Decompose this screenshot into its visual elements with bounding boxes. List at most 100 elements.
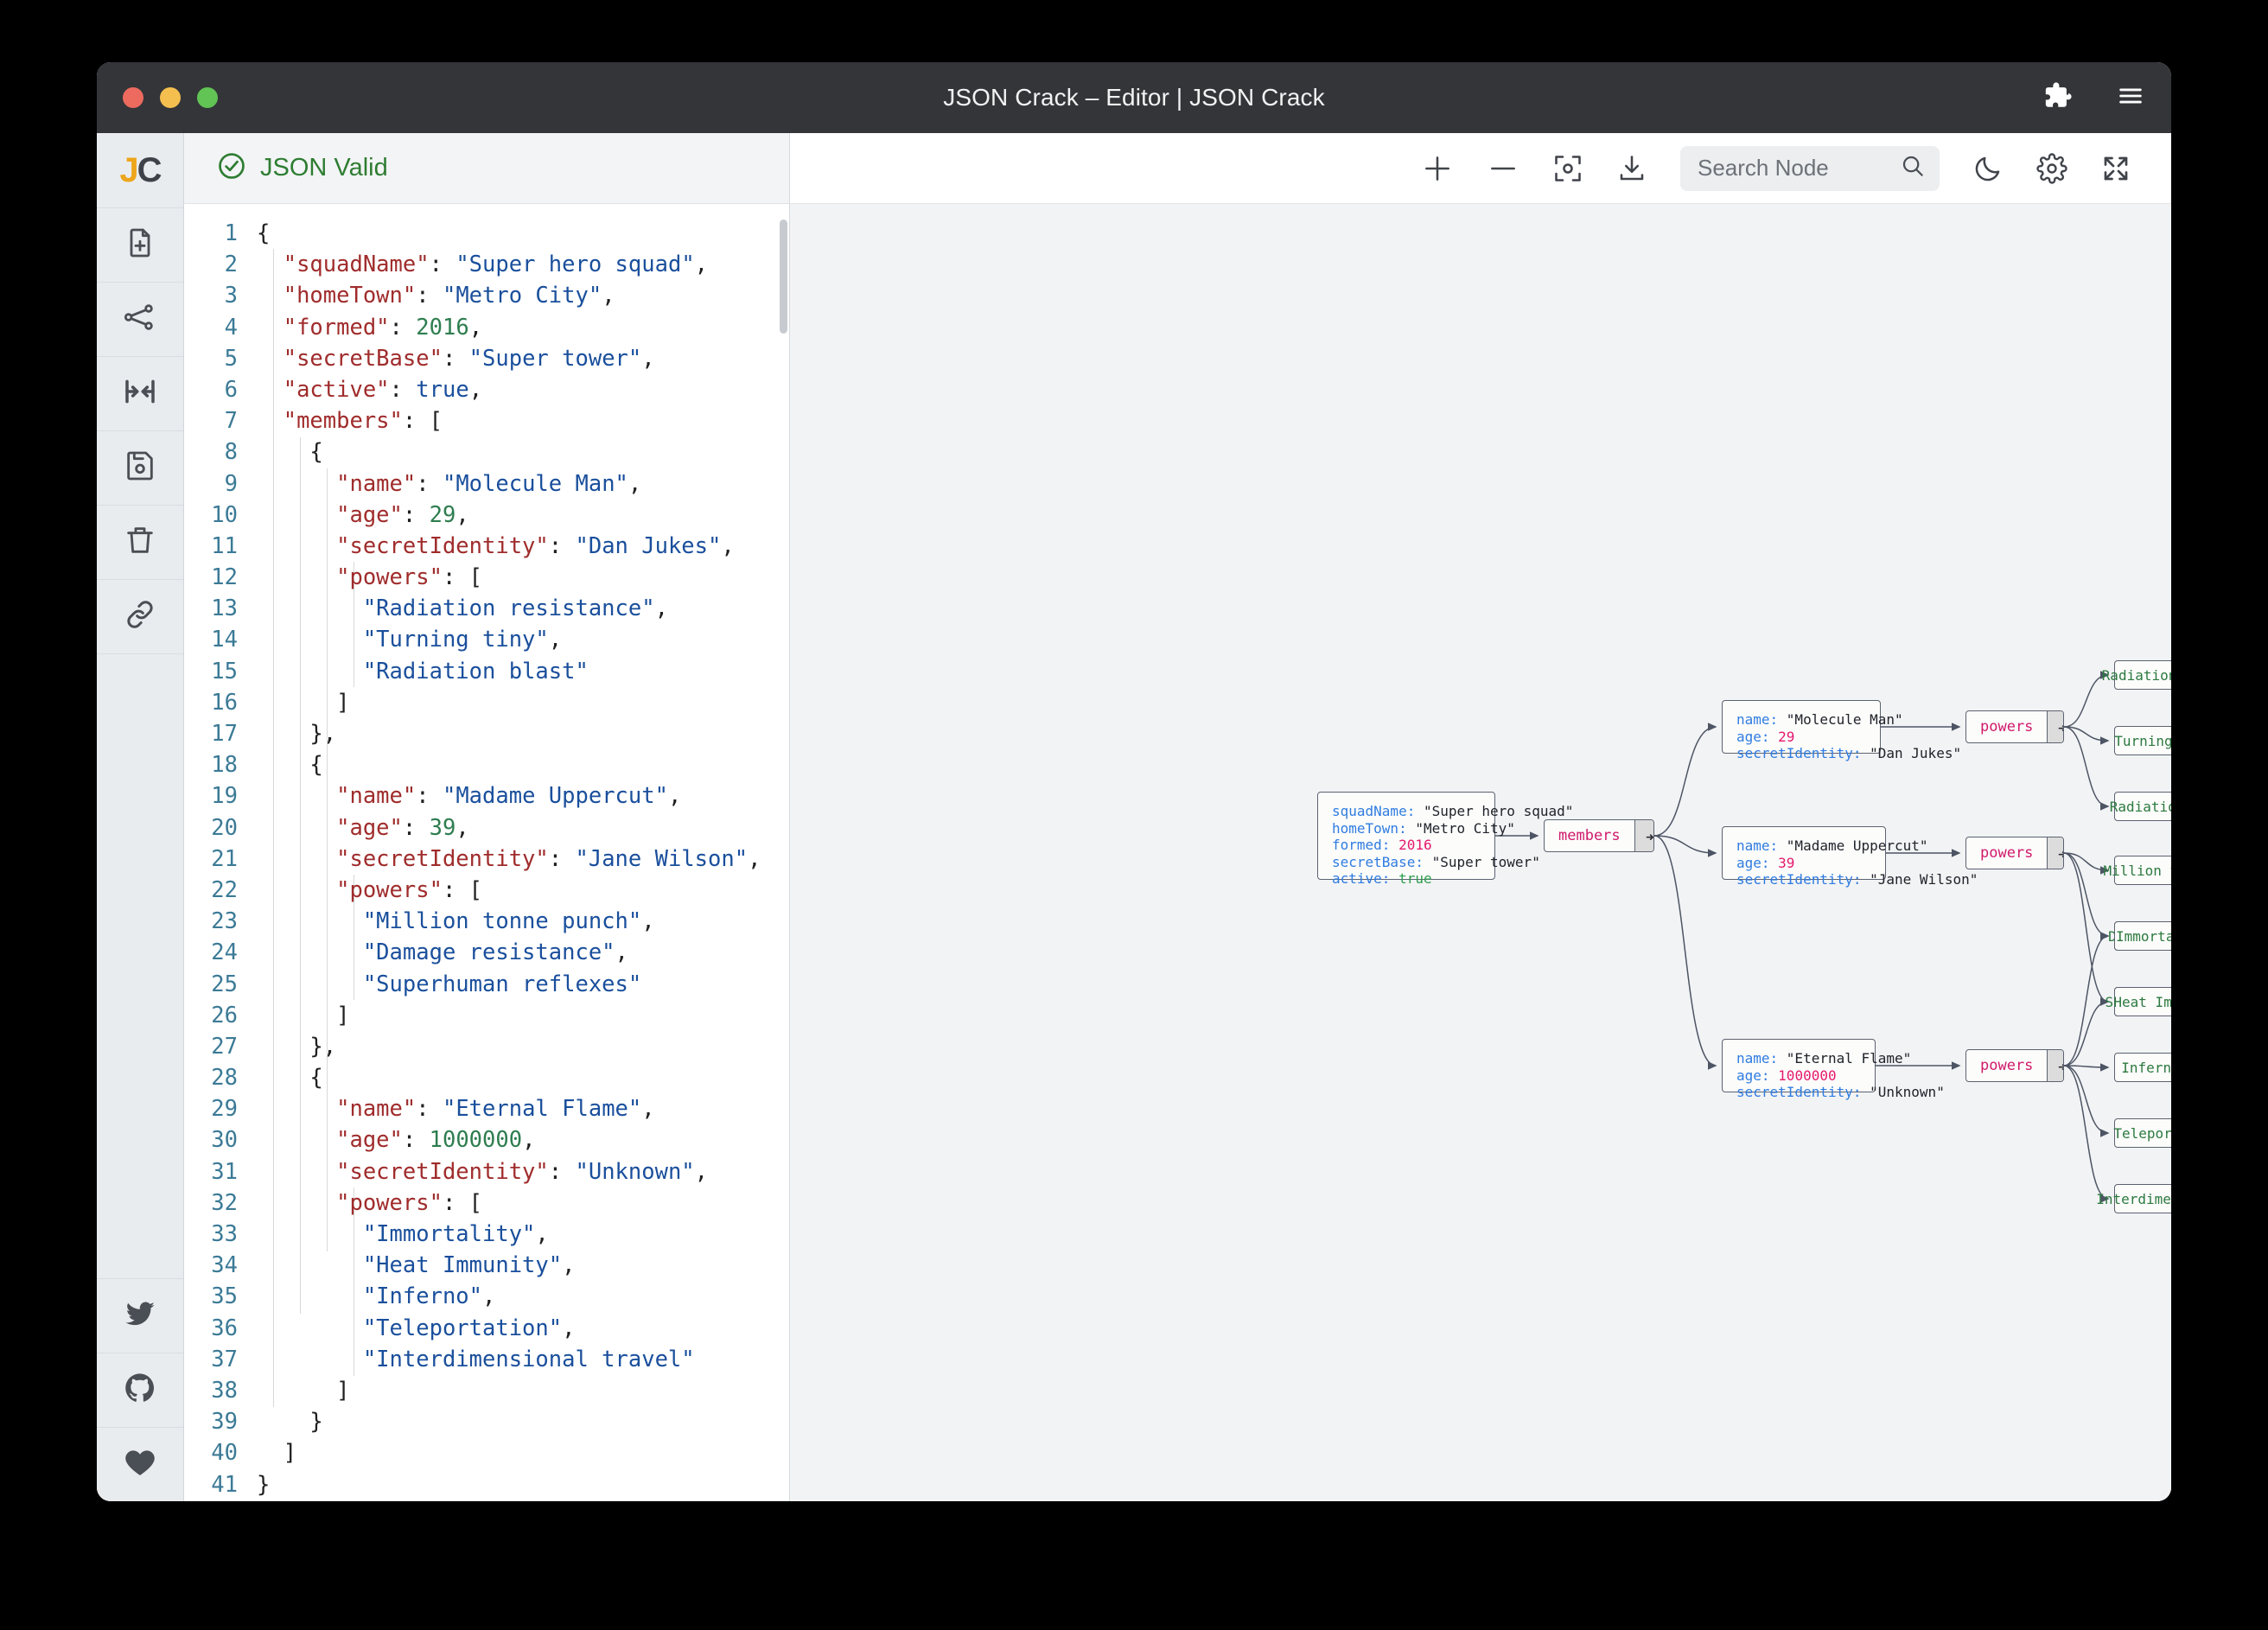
code-line[interactable]: "secretIdentity": "Jane Wilson", [252,844,789,875]
graph-node-value: "Unknown" [1870,1084,1945,1100]
code-line[interactable]: }, [252,718,789,749]
code-line[interactable]: "Teleportation", [252,1313,789,1344]
code-line[interactable]: }, [252,1031,789,1062]
code-line[interactable]: "Turning tiny", [252,624,789,655]
line-number: 1 [184,218,238,249]
code-line[interactable]: "Inferno", [252,1281,789,1312]
code-line[interactable]: "squadName": "Super hero squad", [252,249,789,280]
graph-edge [1654,836,1716,853]
graph-node-parent[interactable]: powers [1965,710,2064,743]
code-line[interactable]: { [252,436,789,468]
graph-node-object[interactable]: name: "Madame Uppercut"age: 39secretIden… [1722,826,1886,880]
code-line[interactable]: "active": true, [252,374,789,405]
search-input[interactable] [1696,154,1893,182]
code-line[interactable]: "age": 39, [252,812,789,844]
code-line[interactable]: { [252,749,789,780]
graph-canvas[interactable]: squadName: "Super hero squad"homeTown: "… [790,204,2171,1501]
magnifier-icon[interactable] [1900,153,1926,183]
code-line[interactable]: "secretIdentity": "Dan Jukes", [252,531,789,562]
code-line[interactable]: "age": 1000000, [252,1124,789,1156]
code-line[interactable]: ] [252,1000,789,1031]
jsoncrack-logo[interactable]: JC [97,133,183,208]
graph-node-parent[interactable]: powers [1965,837,2064,869]
zoom-out-icon[interactable] [1487,152,1519,185]
code-line[interactable]: "Interdimensional travel" [252,1344,789,1375]
code-line[interactable]: } [252,1406,789,1437]
minimize-window-button[interactable] [160,87,181,108]
graph-node-leaf[interactable]: Immortality [2114,921,2171,951]
sidebar-item-share-graph[interactable] [97,283,183,357]
code-line[interactable]: "powers": [ [252,1187,789,1219]
graph-node-leaf[interactable]: Radiation blast [2114,792,2171,821]
graph-node-object[interactable]: squadName: "Super hero squad"homeTown: "… [1317,792,1495,880]
code-line[interactable]: "secretIdentity": "Unknown", [252,1156,789,1187]
gear-icon[interactable] [2036,153,2067,184]
graph-node-leaf[interactable]: Million tonne punch [2114,856,2171,885]
graph-node-leaf[interactable]: Teleportation [2114,1118,2171,1148]
graph-node-leaf[interactable]: Radiation resistance [2114,660,2171,690]
line-number: 28 [184,1062,238,1093]
code-editor[interactable]: 1234567891011121314151617181920212223242… [184,204,789,1501]
graph-node-leaf[interactable]: Turning tiny [2114,726,2171,755]
close-window-button[interactable] [123,87,143,108]
code-line[interactable]: "powers": [ [252,562,789,593]
code-line[interactable]: ] [252,1437,789,1468]
search-node-box[interactable] [1680,146,1940,191]
twitter-icon [123,1296,157,1335]
graph-node-object[interactable]: name: "Eternal Flame"age: 1000000secretI… [1722,1039,1876,1092]
graph-edge [2064,1066,2108,1133]
sidebar-item-new-document[interactable] [97,208,183,283]
code-line[interactable]: "powers": [ [252,875,789,906]
graph-node-leaf[interactable]: Inferno [2114,1053,2171,1082]
fullscreen-icon[interactable] [2100,153,2131,184]
sidebar-item-collapse-expand[interactable] [97,357,183,431]
code-line[interactable]: { [252,218,789,249]
center-view-icon[interactable] [1552,153,1583,184]
graph-node-row: name: "Molecule Man" [1736,711,1866,729]
collapse-arrows-icon[interactable] [2047,837,2064,869]
collapse-arrows-icon[interactable] [2047,711,2064,742]
code-line[interactable]: "Heat Immunity", [252,1250,789,1281]
sidebar-item-save-file[interactable] [97,431,183,506]
graph-node-parent-label: members [1545,820,1634,851]
code-line[interactable]: ] [252,687,789,718]
code-line[interactable]: "homeTown": "Metro City", [252,280,789,311]
graph-node-parent[interactable]: powers [1965,1049,2064,1082]
code-line[interactable]: "Million tonne punch", [252,906,789,937]
code-line[interactable]: "name": "Eternal Flame", [252,1093,789,1124]
code-line[interactable]: { [252,1062,789,1093]
sidebar-item-copy-link[interactable] [97,580,183,654]
sidebar-item-sponsor[interactable] [97,1427,183,1501]
collapse-arrows-icon[interactable] [1634,820,1654,851]
code-line[interactable]: "name": "Madame Uppercut", [252,780,789,812]
code-line[interactable]: "members": [ [252,405,789,436]
maximize-window-button[interactable] [197,87,218,108]
graph-node-object[interactable]: name: "Molecule Man"age: 29secretIdentit… [1722,700,1881,754]
sidebar-item-github[interactable] [97,1353,183,1427]
graph-node-leaf[interactable]: Heat Immunity [2114,987,2171,1016]
code-line[interactable]: "Radiation blast" [252,656,789,687]
code-line[interactable]: ] [252,1375,789,1406]
puzzle-extension-icon[interactable] [2043,81,2073,115]
code-line[interactable]: } [252,1469,789,1500]
moon-icon[interactable] [1972,153,2004,184]
collapse-arrows-icon[interactable] [2047,1050,2064,1081]
code-line[interactable]: "name": "Molecule Man", [252,468,789,500]
hamburger-menu-icon[interactable] [2116,81,2145,115]
zoom-in-icon[interactable] [1421,152,1454,185]
code-line[interactable]: "Radiation resistance", [252,593,789,624]
code-content[interactable]: { "squadName": "Super hero squad", "home… [252,204,789,1501]
code-line[interactable]: "Superhuman reflexes" [252,969,789,1000]
code-line[interactable]: "age": 29, [252,500,789,531]
code-line[interactable]: "formed": 2016, [252,312,789,343]
graph-node-leaf[interactable]: Interdimensional travel [2114,1184,2171,1213]
download-icon[interactable] [1616,153,1647,184]
line-number: 33 [184,1219,238,1250]
sidebar-item-delete-file[interactable] [97,506,183,580]
sidebar-item-twitter[interactable] [97,1278,183,1353]
code-line[interactable]: "Immortality", [252,1219,789,1250]
code-line[interactable]: "secretBase": "Super tower", [252,343,789,374]
code-line[interactable]: "Damage resistance", [252,937,789,968]
graph-node-parent[interactable]: members [1544,819,1654,852]
graph-node-key: name: [1736,711,1787,728]
